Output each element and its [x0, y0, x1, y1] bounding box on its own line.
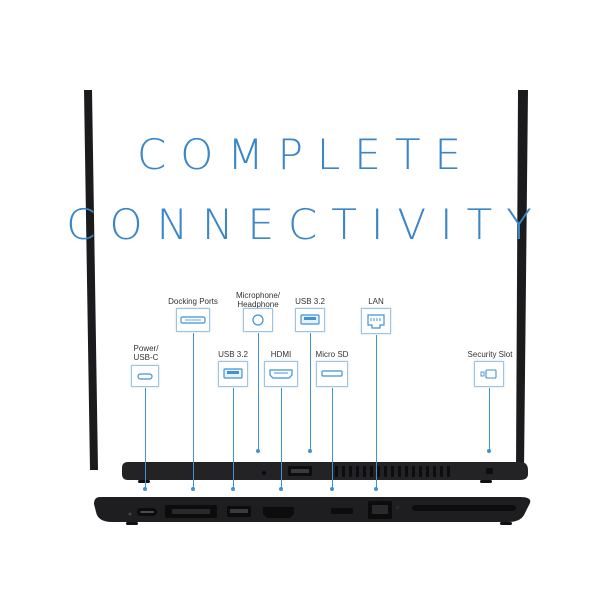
callout-line-usb32-lower: [233, 388, 234, 488]
callout-line-security-slot: [489, 388, 490, 451]
ethernet-port-icon: [361, 308, 391, 334]
foot: [480, 480, 492, 483]
label-hdmi: HDMI: [270, 350, 292, 359]
audio-jack-port: [261, 470, 267, 476]
callout-dot-hdmi: [279, 487, 283, 491]
security-slot-port: [486, 468, 493, 474]
smart-card-slot: [412, 505, 516, 511]
label-usb32-lower: USB 3.2: [218, 350, 248, 359]
label-lan: LAN: [368, 297, 384, 306]
label-power-usb-c: Power/ USB-C: [133, 344, 159, 362]
label-usb32-top: USB 3.2: [295, 297, 325, 306]
callout-dot-lan: [374, 487, 378, 491]
laptop-lid-right-edge: [516, 90, 528, 470]
label-microphone-headphone: Microphone/ Headphone: [235, 291, 281, 309]
label-security-slot: Security Slot: [467, 350, 513, 359]
label-docking-ports: Docking Ports: [168, 297, 218, 306]
headline-line-1: COMPLETE: [136, 130, 476, 179]
callout-line-lan: [376, 335, 377, 488]
hdmi-port-icon: [264, 361, 298, 387]
callout-line-power-usb-c: [145, 388, 146, 488]
hdmi-port: [263, 507, 294, 518]
callout-line-docking-ports: [193, 333, 194, 488]
lock-slot-icon: [474, 361, 504, 387]
callout-line-microphone: [258, 333, 259, 451]
callout-dot-docking-ports: [191, 487, 195, 491]
callout-line-usb32-top: [310, 333, 311, 451]
usb-c-port-icon: [131, 365, 159, 387]
usb-a-port-icon: [295, 308, 325, 332]
headline-line-2: CONNECTIVITY: [66, 200, 546, 249]
indicator: [128, 512, 132, 516]
callout-line-micro-sd: [332, 388, 333, 488]
micro-sd-port: [331, 508, 353, 514]
micro-sd-slot-icon: [316, 361, 348, 387]
label-micro-sd: Micro SD: [315, 350, 349, 359]
callout-dot-power-usb-c: [143, 487, 147, 491]
usb-a-port-icon: [218, 361, 248, 387]
callout-line-hdmi: [281, 388, 282, 488]
audio-jack-icon: [243, 308, 273, 332]
callout-dot-usb32-lower: [231, 487, 235, 491]
vent-grille: [335, 466, 450, 477]
laptop-lid-left-edge: [84, 90, 98, 470]
laptop-base-back: [122, 462, 528, 480]
callout-dot-micro-sd: [330, 487, 334, 491]
callout-dot-usb32-top: [308, 449, 312, 453]
callout-dot-security-slot: [487, 449, 491, 453]
callout-dot-microphone: [256, 449, 260, 453]
usb-port-back-inner: [291, 469, 309, 473]
foot: [138, 480, 150, 483]
docking-port-icon: [176, 308, 210, 332]
